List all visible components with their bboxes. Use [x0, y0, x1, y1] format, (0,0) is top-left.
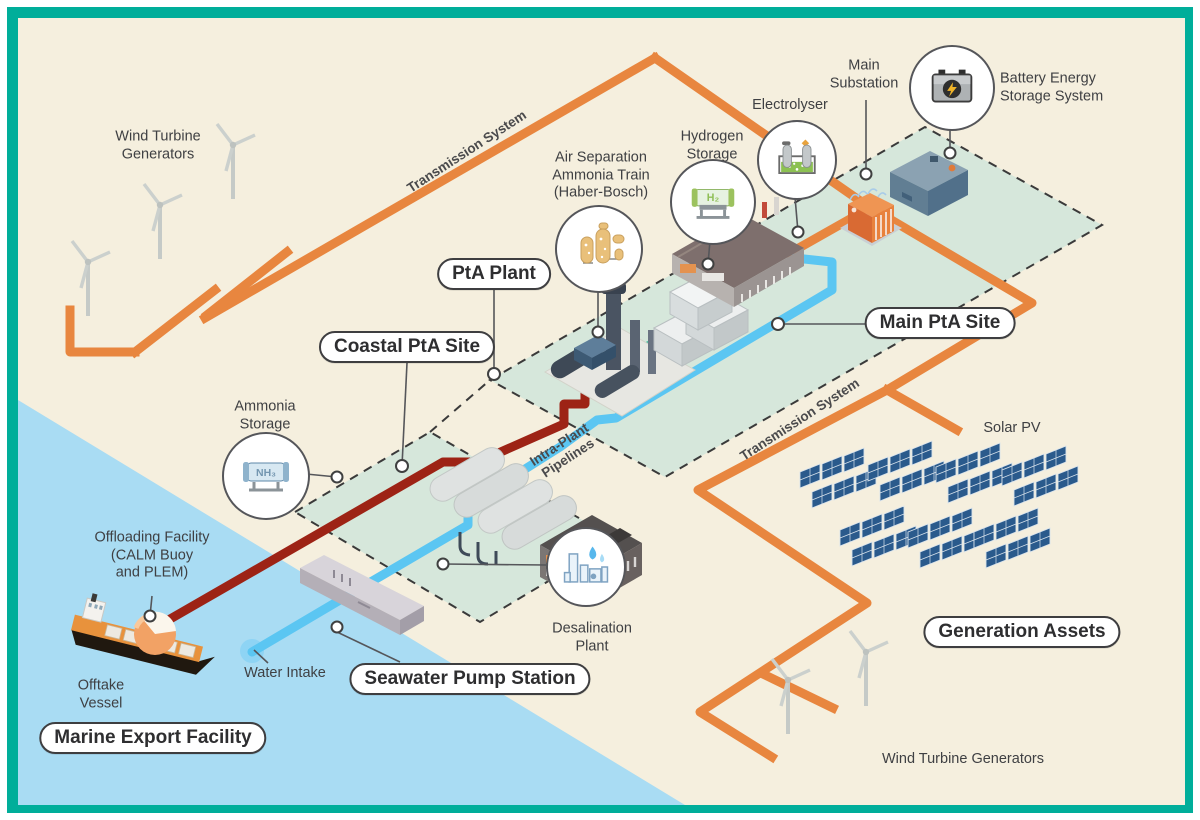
- desalination-icon: [546, 527, 626, 607]
- desalination-label: Desalination Plant: [552, 620, 632, 654]
- wind-turbines-bottom: [770, 629, 890, 736]
- ammonia-storage-label: Ammonia Storage: [234, 398, 296, 432]
- seawater-pump-building: [300, 555, 424, 635]
- main-substation-building: [840, 188, 902, 246]
- ammonia-pipeline: [155, 385, 590, 630]
- water-intake-label: Water Intake: [244, 665, 326, 682]
- offloading-facility-label: Offloading Facility (CALM Buoy and PLEM): [94, 529, 210, 581]
- electrolyser-label: Electrolyser: [752, 97, 828, 114]
- nh3-text: NH₃: [256, 467, 276, 479]
- main-pta-site-callout: Main PtA Site: [864, 307, 1016, 339]
- battery-storage-icon: [909, 45, 995, 131]
- solar-pv-arrays: [800, 441, 1078, 568]
- haber-bosch-icon: [555, 205, 643, 293]
- hydrogen-storage-label: Hydrogen Storage: [680, 128, 744, 162]
- air-separation-label: Air Separation Ammonia Train (Haber-Bosc…: [552, 149, 650, 201]
- seawater-pipeline: [247, 253, 837, 657]
- wind-turbines-top-label: Wind Turbine Generators: [115, 128, 201, 162]
- wind-turbines-bottom-label: Wind Turbine Generators: [882, 751, 1044, 768]
- seawater-pump-station-callout: Seawater Pump Station: [349, 663, 591, 695]
- main-substation-label: Main Substation: [829, 57, 899, 91]
- electrolyser-icon: [757, 120, 837, 200]
- ammonia-storage-tanks: [429, 447, 577, 566]
- transmission-lines: [65, 51, 1037, 764]
- solar-pv-label: Solar PV: [983, 420, 1041, 437]
- hydrogen-storage-icon: H₂: [670, 159, 756, 245]
- coastal-pta-site-callout: Coastal PtA Site: [318, 331, 496, 363]
- battery-label: Battery Energy Storage System: [1000, 70, 1104, 104]
- marine-export-facility-callout: Marine Export Facility: [39, 722, 267, 754]
- pta-plant-callout: PtA Plant: [437, 258, 551, 290]
- generation-assets-callout: Generation Assets: [923, 616, 1121, 648]
- connector-dots: [143, 146, 957, 634]
- offtake-vessel-label: Offtake Vessel: [77, 677, 125, 711]
- ammonia-storage-icon: NH₃: [222, 432, 310, 520]
- battery-storage-building: [890, 151, 968, 216]
- h2-text: H₂: [707, 192, 720, 204]
